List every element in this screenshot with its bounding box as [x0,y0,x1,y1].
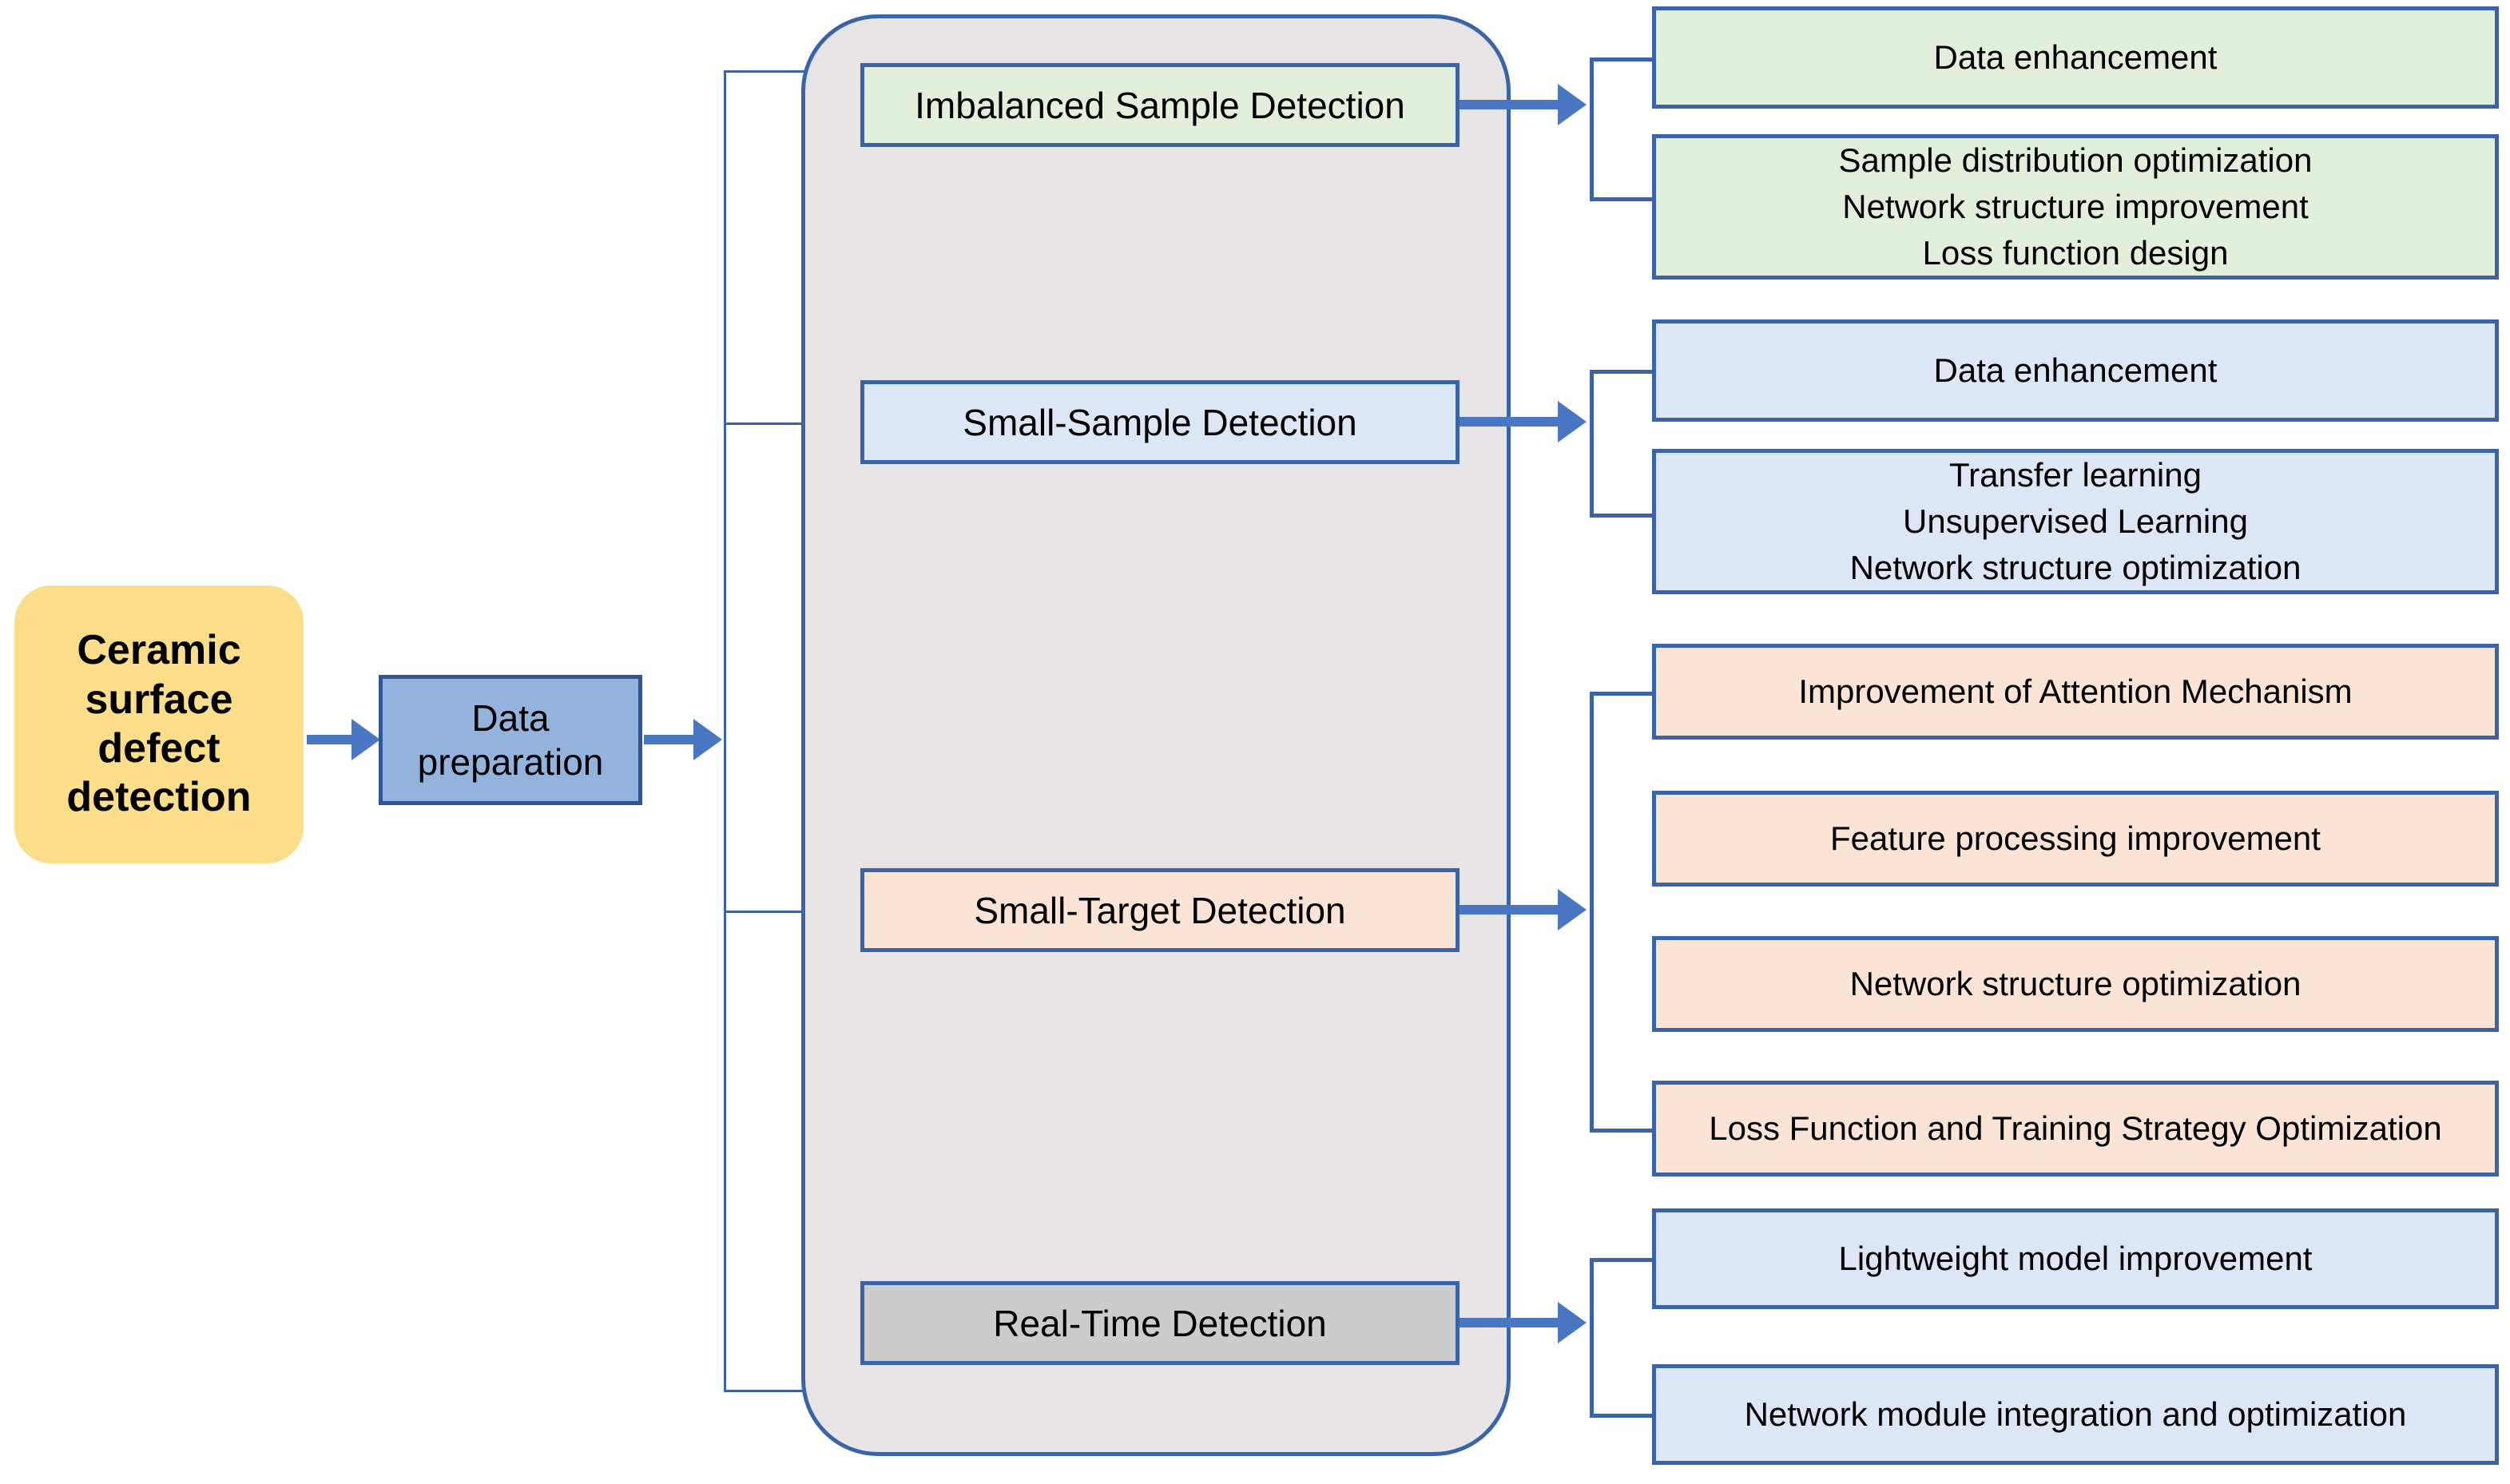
category-box-imbalanced-sample-detection[interactable]: Imbalanced Sample Detection [860,63,1460,147]
arrow-small-target-to-methods-line [1460,905,1562,915]
method-bracket-branch-imbalanced-2 [1590,197,1655,201]
method-box-real-time-network-module[interactable]: Network module integration and optimizat… [1652,1364,2499,1465]
method-bracket-branch-real-time-1 [1590,1258,1655,1262]
category-bracket-branch-1 [724,70,864,73]
category-bracket-spine [724,70,726,1390]
root-node-ceramic-surface-defect-detection[interactable]: Ceramic surface defect detection [14,585,304,863]
method-bracket-spine-small-target [1590,692,1594,1133]
method-box-small-target-loss-function[interactable]: Loss Function and Training Strategy Opti… [1652,1081,2499,1176]
arrow-small-sample-to-methods-line [1460,417,1562,427]
arrow-root-to-preparation-head [351,719,380,760]
category-box-real-time-detection[interactable]: Real-Time Detection [860,1281,1460,1365]
arrow-root-to-preparation-line [307,735,356,744]
arrow-real-time-to-methods-head [1558,1302,1587,1343]
arrow-imbalanced-to-methods-line [1460,100,1562,109]
arrow-imbalanced-to-methods-head [1558,84,1587,125]
category-bracket-branch-4 [724,1390,864,1392]
category-group-container [801,14,1511,1456]
category-bracket-branch-2 [724,423,864,425]
arrow-preparation-to-categories-line [644,735,695,744]
method-bracket-branch-imbalanced-1 [1590,58,1655,62]
arrow-preparation-to-categories-head [693,719,722,760]
arrow-small-sample-to-methods-head [1558,401,1587,442]
method-box-small-target-network-structure[interactable]: Network structure optimization [1652,936,2499,1032]
method-bracket-branch-real-time-2 [1590,1414,1655,1418]
method-bracket-branch-small-target-4 [1590,1129,1655,1133]
method-bracket-branch-small-target-1 [1590,692,1655,696]
method-bracket-branch-small-sample-1 [1590,370,1655,374]
method-box-imbalanced-data-enhancement[interactable]: Data enhancement [1652,6,2499,109]
arrow-small-target-to-methods-head [1558,889,1587,930]
method-bracket-spine-real-time [1590,1258,1594,1418]
method-box-real-time-lightweight-model[interactable]: Lightweight model improvement [1652,1208,2499,1309]
method-box-small-target-feature-processing[interactable]: Feature processing improvement [1652,791,2499,887]
category-bracket-branch-3 [724,911,864,913]
method-bracket-spine-imbalanced [1590,58,1594,201]
category-box-small-sample-detection[interactable]: Small-Sample Detection [860,380,1460,464]
method-box-small-target-attention-mechanism[interactable]: Improvement of Attention Mechanism [1652,644,2499,740]
method-box-small-sample-data-enhancement[interactable]: Data enhancement [1652,319,2499,422]
arrow-real-time-to-methods-line [1460,1318,1562,1327]
stage-node-data-preparation[interactable]: Data preparation [379,675,642,805]
category-box-small-target-detection[interactable]: Small-Target Detection [860,868,1460,952]
method-box-small-sample-learning-group[interactable]: Transfer learning Unsupervised Learning … [1652,449,2499,594]
method-bracket-spine-small-sample [1590,370,1594,518]
method-bracket-branch-small-sample-2 [1590,514,1655,518]
method-box-imbalanced-optimization-group[interactable]: Sample distribution optimization Network… [1652,134,2499,280]
